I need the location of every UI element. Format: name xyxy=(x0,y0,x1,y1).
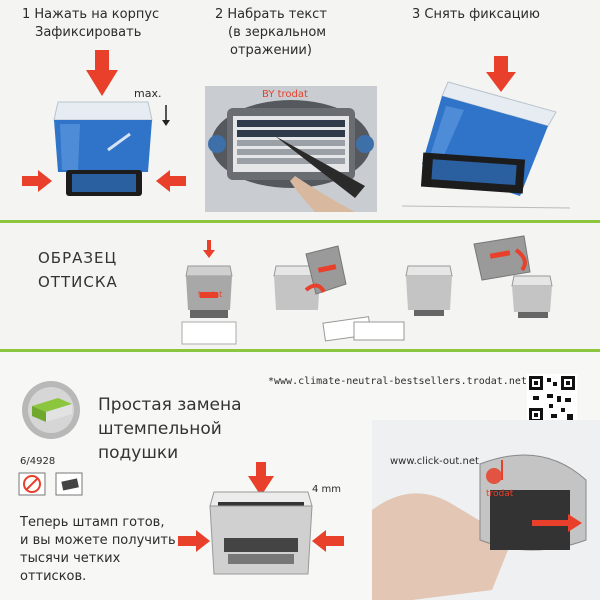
click-out-brand: trodat xyxy=(486,489,514,499)
step2-illustration xyxy=(205,86,377,212)
sample-brand: trodat xyxy=(198,290,223,299)
qr-code xyxy=(527,374,577,424)
desc-line-1: Теперь штамп готов, xyxy=(20,515,165,530)
step3-illustration xyxy=(401,56,571,209)
divider-1 xyxy=(0,220,600,223)
pad-replacement-icon xyxy=(22,381,80,439)
pad-code: 6/4928 xyxy=(20,456,56,467)
desc-line-3: тысячи четких xyxy=(20,551,121,566)
sample-title: ОБРАЗЕЦ xyxy=(38,249,118,267)
pad-stamp-illustration xyxy=(178,462,344,575)
step2-brand: BY trodat xyxy=(262,89,308,100)
climate-url[interactable]: *www.climate-neutral-bestsellers.trodat.… xyxy=(268,376,527,387)
desc-line-2: и вы можете получить xyxy=(20,533,176,548)
step1-illustration xyxy=(22,50,186,196)
step2-subtitle-2: отражении) xyxy=(230,43,312,58)
desc-line-4: оттисков. xyxy=(20,569,87,584)
step1-title: 1 Нажать на корпус xyxy=(22,7,160,22)
sample-subtitle: ОТТИСКА xyxy=(38,273,118,291)
divider-2 xyxy=(0,349,600,352)
size-label: 4 mm xyxy=(312,484,342,495)
step2-subtitle: (в зеркальном xyxy=(228,25,327,40)
step1-subtitle: Зафиксировать xyxy=(35,25,142,40)
care-icons xyxy=(18,472,83,496)
click-out-url[interactable]: www.click-out.net xyxy=(390,456,479,467)
click-out-illustration xyxy=(372,420,600,600)
step3-title: 3 Снять фиксацию xyxy=(412,7,540,22)
max-note: max. xyxy=(134,87,162,100)
step2-title: 2 Набрать текст xyxy=(215,7,327,22)
replacement-subtitle: штемпельной xyxy=(98,419,222,439)
replacement-title: Простая замена xyxy=(98,395,242,415)
replacement-subtitle-2: подушки xyxy=(98,443,179,463)
sample-illustrations xyxy=(181,235,553,345)
